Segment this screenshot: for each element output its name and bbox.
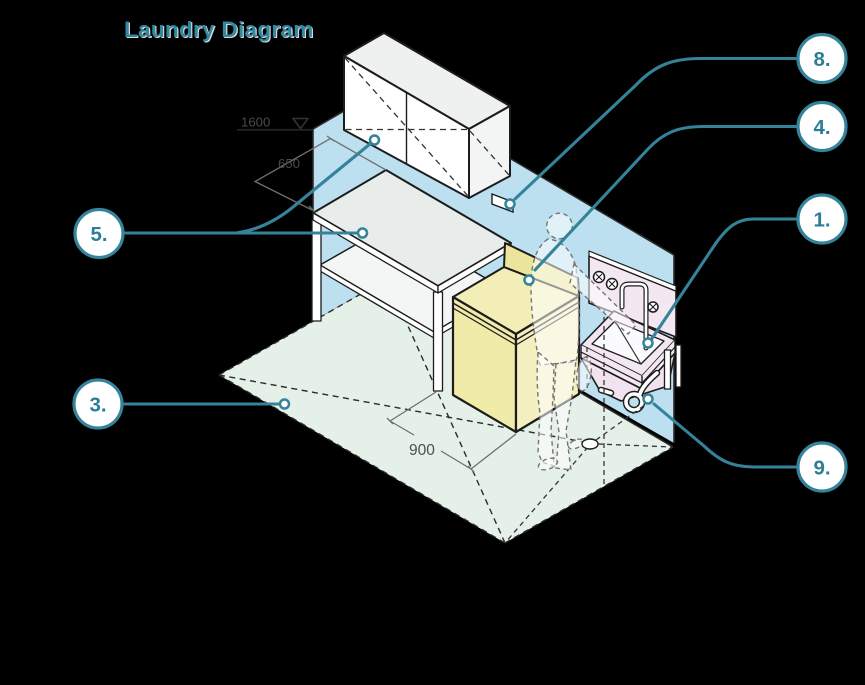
svg-text:8.: 8. [813,48,830,71]
svg-text:4.: 4. [813,116,830,139]
svg-text:Laundry Diagram: Laundry Diagram [125,18,315,43]
svg-text:3.: 3. [89,394,106,417]
svg-text:650: 650 [278,156,300,171]
svg-text:9.: 9. [813,457,830,480]
svg-text:Laundry Diagram: Laundry Diagram [124,17,314,42]
svg-text:900: 900 [409,442,435,459]
svg-text:1.: 1. [813,209,830,232]
svg-text:1600: 1600 [241,115,270,130]
svg-text:5.: 5. [90,223,107,246]
